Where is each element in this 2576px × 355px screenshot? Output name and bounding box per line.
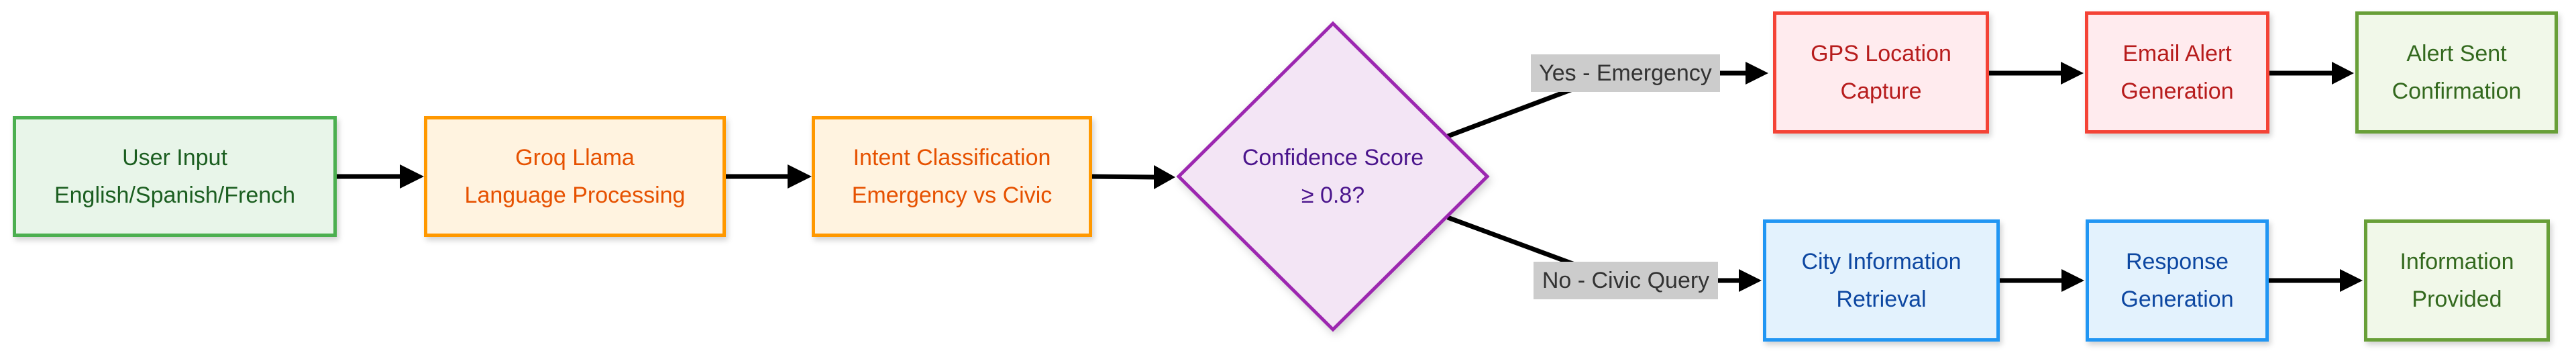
node-email-subtitle: Generation — [2121, 79, 2234, 104]
node-user-input-title: User Input — [122, 145, 227, 170]
node-user-input-subtitle: English/Spanish/French — [54, 183, 296, 208]
node-response-generation: Response Generation — [2086, 219, 2269, 342]
node-intent-classification: Intent Classification Emergency vs Civic — [812, 116, 1092, 237]
node-email-alert: Email Alert Generation — [2085, 11, 2269, 134]
arrowhead-icon — [2340, 269, 2363, 292]
node-groq-llama-title: Groq Llama — [515, 145, 635, 170]
node-city-title: City Information — [1801, 249, 1962, 274]
decision-condition: ≥ 0.8? — [1301, 183, 1365, 208]
arrowhead-icon — [1739, 269, 1762, 292]
arrowhead-icon — [2061, 62, 2084, 85]
node-email-title: Email Alert — [2123, 41, 2232, 66]
node-info-title: Information — [2400, 249, 2514, 274]
node-intent-title: Intent Classification — [853, 145, 1051, 170]
arrowhead-icon — [400, 164, 424, 189]
arrowhead-icon — [788, 164, 812, 189]
decision-diamond — [1176, 21, 1490, 332]
edge-label-yes: Yes - Emergency — [1531, 54, 1720, 92]
node-response-title: Response — [2125, 249, 2229, 274]
node-information-provided: Information Provided — [2364, 219, 2550, 342]
edge-label-no: No - Civic Query — [1534, 262, 1718, 299]
node-user-input: User Input English/Spanish/French — [13, 116, 337, 237]
node-response-subtitle: Generation — [2121, 287, 2234, 312]
arrowhead-icon — [2332, 62, 2354, 85]
node-gps-subtitle: Capture — [1840, 79, 1922, 104]
node-info-subtitle: Provided — [2412, 287, 2502, 312]
node-confidence-decision: Confidence Score ≥ 0.8? — [1199, 136, 1467, 217]
edge-decision-to-no — [1446, 215, 1578, 268]
node-alert-sent: Alert Sent Confirmation — [2355, 11, 2558, 134]
arrowhead-icon — [1154, 165, 1175, 189]
node-groq-llama-subtitle: Language Processing — [464, 183, 686, 208]
arrowhead-icon — [2061, 269, 2084, 292]
arrowhead-icon — [1746, 62, 1768, 85]
node-gps-location: GPS Location Capture — [1773, 11, 1989, 134]
node-city-subtitle: Retrieval — [1836, 287, 1927, 312]
edge-intent-to-decision — [1091, 174, 1156, 180]
node-alert-sent-subtitle: Confirmation — [2392, 79, 2522, 104]
node-groq-llama: Groq Llama Language Processing — [424, 116, 726, 237]
edge-decision-to-yes — [1446, 85, 1579, 139]
node-gps-title: GPS Location — [1811, 41, 1951, 66]
node-city-information: City Information Retrieval — [1763, 219, 2000, 342]
node-intent-subtitle: Emergency vs Civic — [851, 183, 1053, 208]
node-alert-sent-title: Alert Sent — [2406, 41, 2507, 66]
decision-title: Confidence Score — [1242, 145, 1424, 170]
